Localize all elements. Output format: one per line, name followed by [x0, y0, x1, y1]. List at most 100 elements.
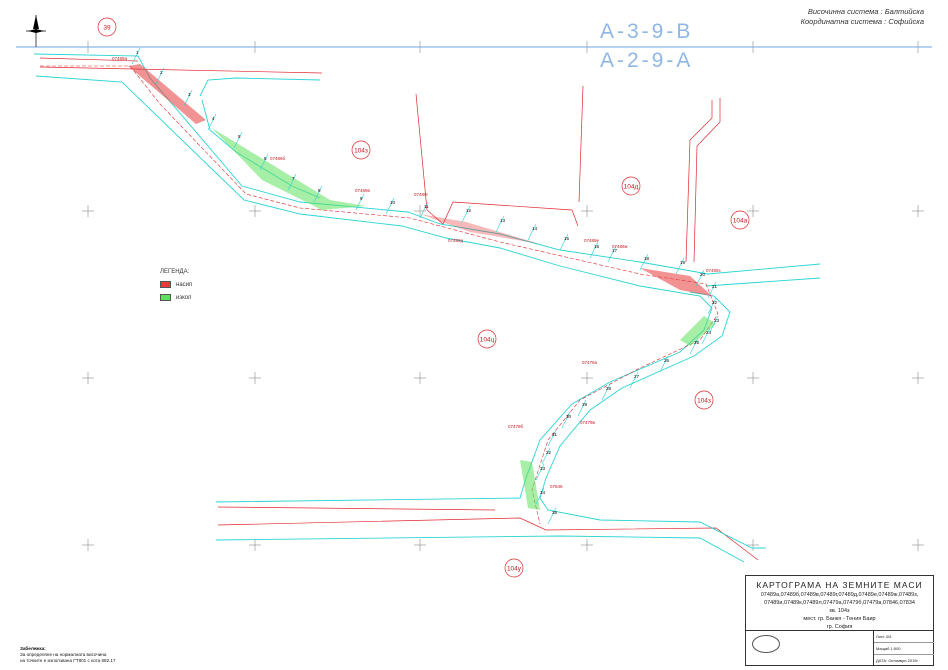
drawing-title: КАРТОГРАМА НА ЗЕМНИТЕ МАСИ: [756, 580, 923, 590]
notes: Забележка: За определяне на нормалната в…: [20, 646, 116, 664]
north-arrow: [26, 15, 46, 47]
profile-tick: [695, 269, 705, 287]
profile-tick: [183, 89, 193, 107]
profile-tick: [385, 197, 395, 215]
title-block-footer: Лист 4/5 Мащаб 1:500 ДАТА: Октомври 2019…: [746, 630, 934, 666]
profile-number: 16: [594, 244, 600, 249]
fill-area: [420, 214, 540, 244]
legend-label: изкоп: [176, 294, 192, 301]
profile-number: 11: [424, 204, 429, 209]
profile-number: 26: [664, 358, 670, 363]
sheet-code-top: А-3-9-В: [600, 20, 694, 43]
parcel-labels: 39 104з 104д 104а 104ц 104з 104у: [97, 17, 750, 578]
road-label: 07479а: [582, 360, 598, 365]
profile-tick: [207, 113, 217, 131]
profile-number: 3: [188, 92, 191, 97]
legend-item-cut: изкоп: [160, 294, 192, 301]
road-labels: 07489а 07489б 07489в 07489г 07489д 07489…: [112, 56, 721, 489]
legend-title: ЛЕГЕНДА:: [160, 269, 190, 275]
profile-tick: [601, 383, 611, 401]
road-label: 07489в: [355, 188, 371, 193]
sheet-number: Лист 4/5: [874, 631, 934, 643]
parcel-label: 104а: [733, 218, 748, 225]
profile-number: 10: [390, 200, 396, 205]
profile-cross-sections: 1234567891011121314151617181920212223242…: [131, 47, 720, 525]
profile-tick: [629, 371, 639, 389]
profile-tick: [131, 47, 141, 65]
coordinate-grid: [82, 41, 924, 551]
block-number: кв. 104з: [829, 608, 850, 614]
date: ДАТА: Октомври 2019г.: [876, 658, 919, 663]
profile-tick: [527, 223, 537, 241]
profile-number: 1: [136, 50, 139, 55]
profile-tick: [547, 429, 557, 447]
road-centerline: [40, 65, 719, 525]
profile-tick: [541, 447, 551, 465]
profile-number: 20: [700, 272, 706, 277]
profile-number: 21: [712, 284, 718, 289]
profile-number: 9: [360, 196, 363, 201]
place-name: мест. гр. Банкя - Тения Баир: [803, 616, 876, 622]
profile-number: 29: [582, 402, 588, 407]
road-label: 07489д: [448, 238, 464, 243]
profile-tick: [701, 327, 711, 345]
notes-line: За определяне на нормалната височина: [20, 652, 107, 657]
profile-tick: [419, 201, 429, 219]
profile-tick: [461, 205, 471, 223]
road-label: 07489з: [706, 268, 721, 273]
profile-tick: [155, 67, 165, 85]
legend-item-fill: насип: [160, 281, 192, 288]
profile-number: 12: [466, 208, 472, 213]
city-name: гр. София: [826, 624, 853, 630]
profile-number: 14: [532, 226, 538, 231]
parcel-label: 39: [103, 25, 111, 32]
profile-tick: [689, 337, 699, 355]
road-label: 07479б: [508, 424, 524, 429]
profile-number: 27: [634, 374, 640, 379]
profile-number: 5: [238, 134, 241, 139]
profile-tick: [287, 173, 297, 191]
profile-number: 19: [680, 260, 686, 265]
cut-area: [520, 460, 540, 510]
profile-number: 33: [540, 466, 546, 471]
sheet-info: Лист 4/5 Мащаб 1:500 ДАТА: Октомври 2019…: [873, 631, 934, 666]
fill-swatch: [160, 281, 171, 288]
profile-tick: [355, 193, 365, 211]
profile-number: 22: [712, 300, 718, 305]
company-logo: [752, 635, 780, 653]
profile-tick: [495, 215, 505, 233]
profile-tick: [559, 233, 569, 251]
profile-tick: [313, 185, 323, 203]
scale: Мащаб 1:500: [874, 643, 934, 655]
profile-number: 15: [564, 236, 570, 241]
profile-number: 25: [694, 340, 700, 345]
profile-tick: [589, 241, 599, 259]
road-label: 07846: [550, 484, 563, 489]
notes-title: Забележка:: [20, 646, 46, 651]
parcel-label: 104з: [697, 398, 711, 405]
profile-number: 28: [606, 386, 612, 391]
cut-area: [212, 128, 366, 210]
profile-number: 8: [318, 188, 321, 193]
profile-number: 23: [714, 318, 720, 323]
parcel-label: 104ц: [480, 337, 495, 344]
profile-number: 24: [706, 330, 712, 335]
vertical-system-label: Височинна система : Балтийска: [807, 7, 924, 16]
road-label: 07479в: [580, 420, 596, 425]
sheet-code-bottom: А-2-9-А: [600, 49, 694, 72]
profile-number: 7: [292, 176, 295, 181]
profile-tick: [675, 257, 685, 275]
parcel-label: 104у: [507, 566, 522, 573]
legend-label: насип: [176, 281, 193, 288]
profile-tick: [707, 281, 717, 299]
profile-tick: [607, 245, 617, 263]
cut-swatch: [160, 294, 171, 301]
profile-number: 30: [566, 414, 572, 419]
parcel-boundaries: [39, 57, 759, 561]
parcel-list: 07489а,07489б,07489в,07489г,07489д,07489…: [760, 592, 919, 598]
profile-number: 2: [160, 70, 163, 75]
profile-number: 6: [264, 156, 267, 161]
profile-number: 13: [500, 218, 506, 223]
profile-number: 4: [212, 116, 215, 121]
profile-tick: [577, 399, 587, 417]
